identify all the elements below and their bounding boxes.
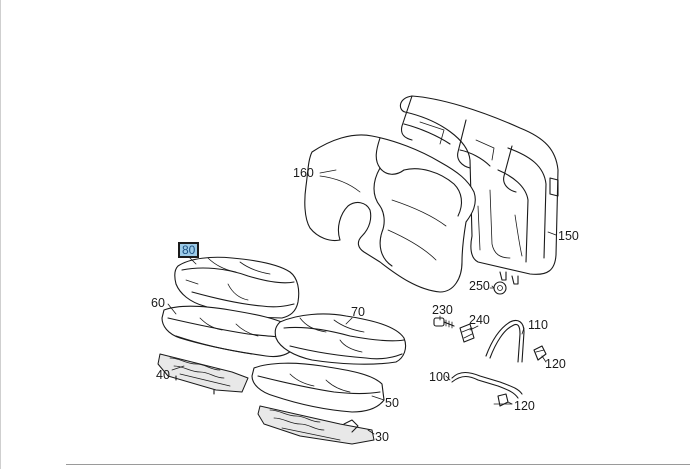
callout-250[interactable]: 250: [469, 279, 490, 293]
callout-100[interactable]: 100: [429, 370, 450, 384]
screw-230[interactable]: [433, 317, 455, 329]
callout-50[interactable]: 50: [385, 396, 399, 410]
seat-pan-40[interactable]: [157, 353, 249, 395]
backrest-frame[interactable]: [399, 95, 559, 285]
callout-110[interactable]: 110: [528, 318, 548, 332]
seat-pan-30[interactable]: [257, 405, 375, 445]
clip-120-lower[interactable]: [493, 393, 513, 407]
callout-120-lower[interactable]: 120: [514, 399, 535, 413]
callout-80-selected[interactable]: 80: [178, 242, 200, 258]
callout-60[interactable]: 60: [151, 296, 165, 310]
callout-240[interactable]: 240: [469, 313, 490, 327]
seat-cushion-70[interactable]: [274, 313, 407, 365]
callout-70[interactable]: 70: [351, 305, 365, 319]
backrest-cover[interactable]: [304, 134, 476, 293]
seat-cover-80[interactable]: [174, 256, 300, 319]
callout-120-upper[interactable]: 120: [545, 357, 566, 371]
rod-100[interactable]: [445, 371, 523, 399]
left-border: [0, 0, 1, 469]
callout-40[interactable]: 40: [156, 368, 170, 382]
leader-lines: [167, 169, 557, 435]
bottom-divider: [66, 464, 690, 465]
callout-30[interactable]: 30: [375, 430, 389, 444]
seat-base-50[interactable]: [251, 362, 385, 413]
callout-150[interactable]: 150: [558, 229, 579, 243]
callout-160[interactable]: 160: [293, 166, 314, 180]
clip-120-upper[interactable]: [533, 345, 547, 361]
rod-110[interactable]: [485, 319, 525, 363]
callout-230[interactable]: 230: [432, 303, 453, 317]
clip-240[interactable]: [459, 323, 475, 343]
grommet-250[interactable]: [489, 281, 507, 295]
